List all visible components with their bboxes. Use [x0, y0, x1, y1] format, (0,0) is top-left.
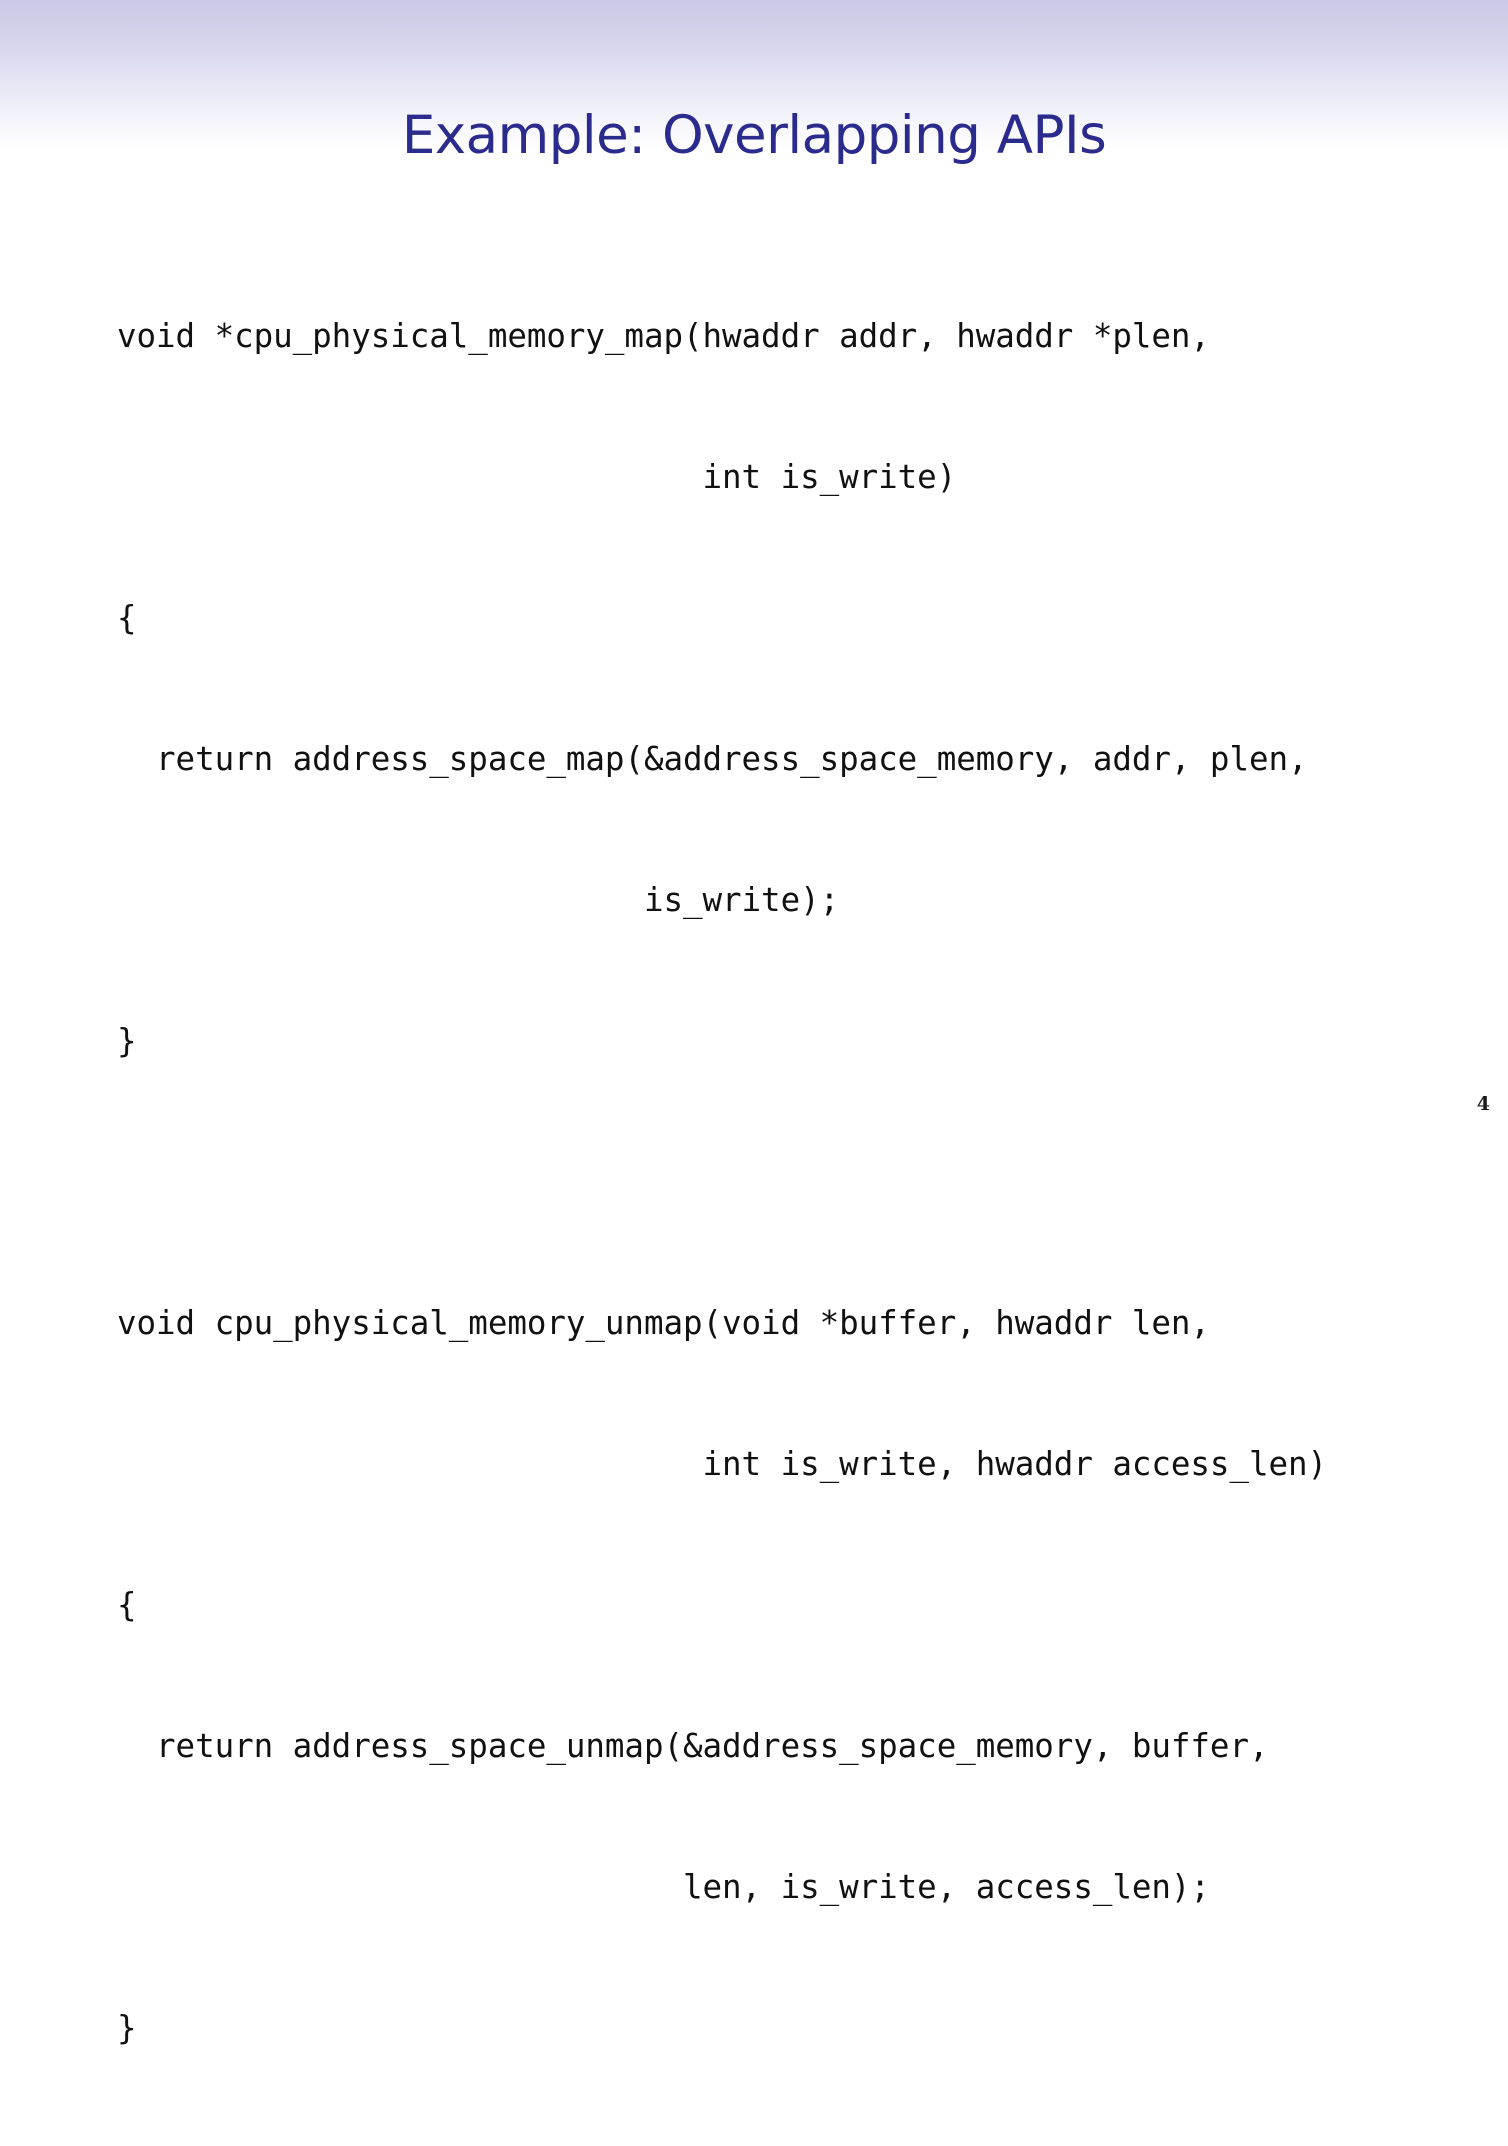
code-line: int is_write): [117, 458, 957, 496]
header-gradient-band: [0, 0, 1508, 150]
code-line: len, is_write, access_len);: [117, 1868, 1210, 1906]
code-line: int is_write, hwaddr access_len): [117, 1445, 1328, 1483]
code-line: is_write);: [117, 881, 840, 919]
slide-canvas: Example: Overlapping APIs void *cpu_phys…: [0, 0, 1508, 2047]
code-line: return address_space_unmap(&address_spac…: [117, 1727, 1269, 1765]
code-line: }: [117, 2009, 137, 2047]
code-line: void *cpu_physical_memory_map(hwaddr add…: [117, 317, 1210, 355]
code-block: void *cpu_physical_memory_map(hwaddr add…: [117, 219, 1437, 2146]
page-number: 4: [1476, 1093, 1490, 1115]
code-line-blank: [117, 1159, 1437, 1206]
code-line: return address_space_map(&address_space_…: [117, 740, 1308, 778]
code-line: {: [117, 599, 137, 637]
code-line: }: [117, 1022, 137, 1060]
code-line: {: [117, 1586, 137, 1624]
page-title: Example: Overlapping APIs: [401, 104, 1107, 166]
code-line: void cpu_physical_memory_unmap(void *buf…: [117, 1304, 1210, 1342]
